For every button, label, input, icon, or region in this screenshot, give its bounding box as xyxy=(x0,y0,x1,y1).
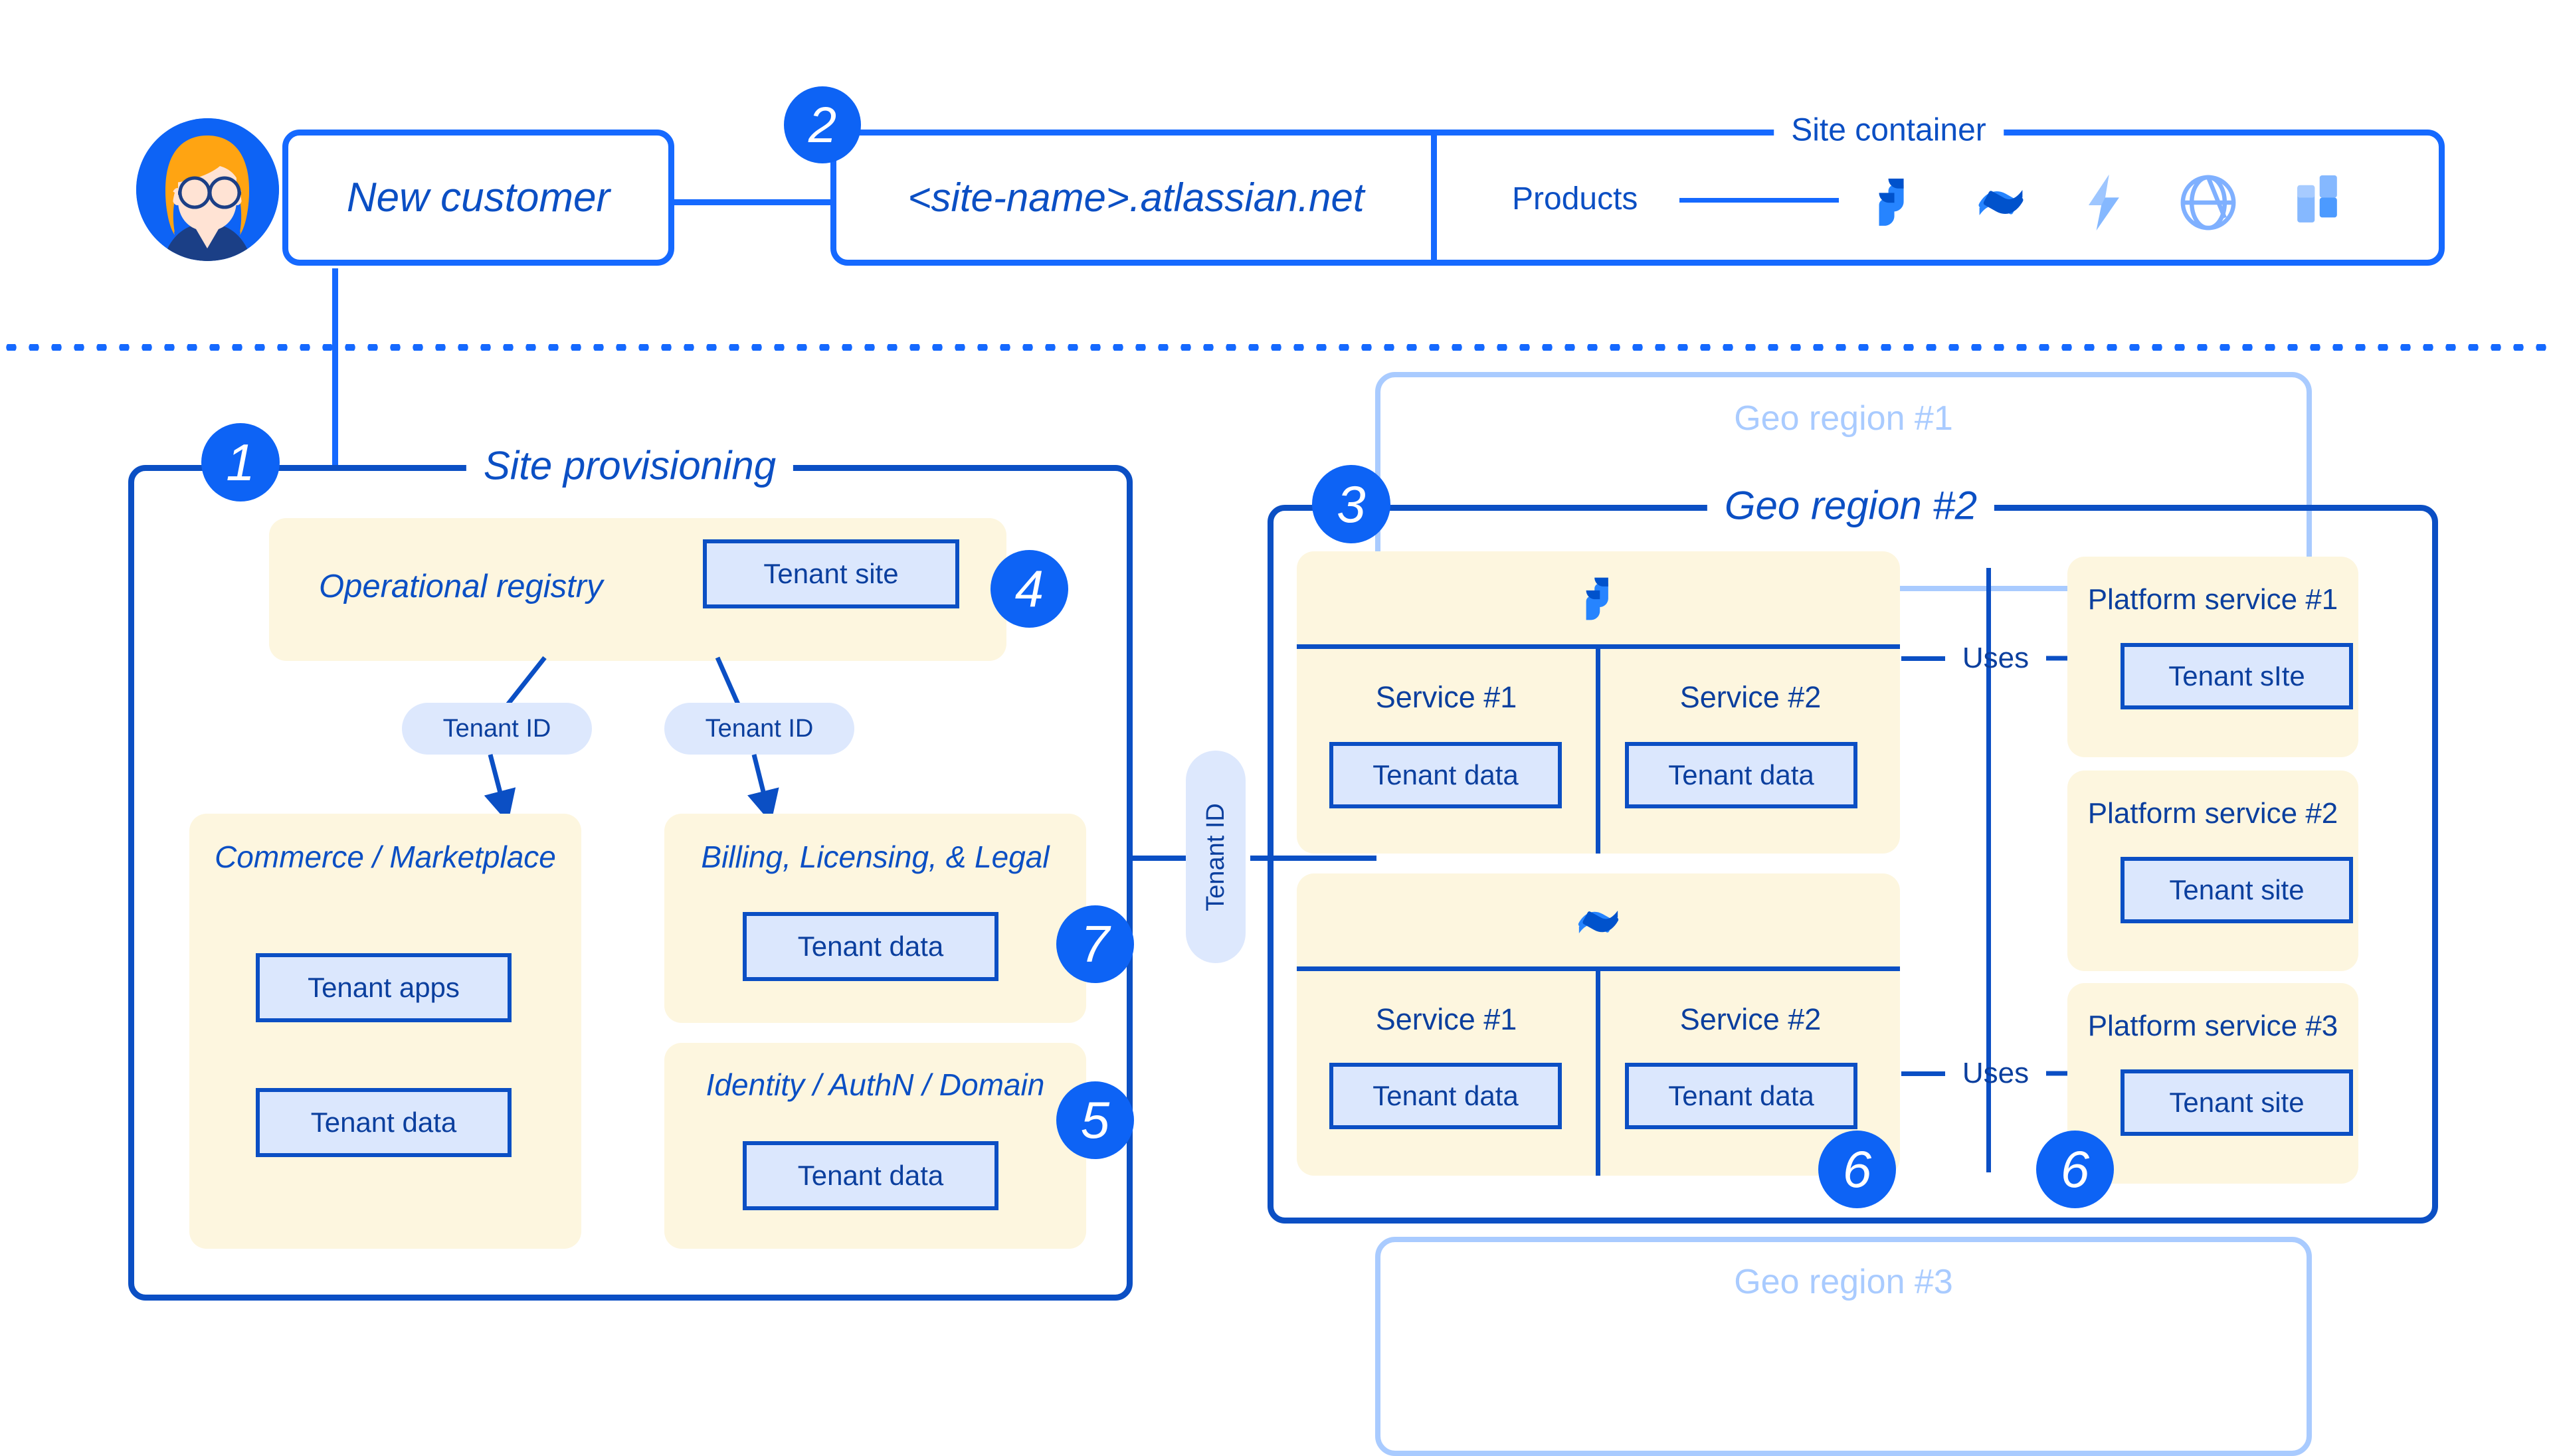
connector-customer-to-url xyxy=(671,199,830,205)
tenant-id-pill-right: Tenant ID xyxy=(664,703,854,755)
connector-bus-to-region xyxy=(1250,856,1376,861)
commerce-tenant-data-box[interactable]: Tenant data xyxy=(256,1088,512,1157)
platform-service-3-tenant-site-box[interactable]: Tenant site xyxy=(2121,1069,2353,1136)
step-badge-4: 4 xyxy=(991,550,1068,628)
confluence-service-2-label: Service #2 xyxy=(1679,1002,1822,1036)
confluence-icon xyxy=(1574,898,1622,946)
compass-icon xyxy=(2180,175,2236,230)
step-badge-2: 2 xyxy=(784,86,861,163)
site-provisioning-title: Site provisioning xyxy=(466,442,794,489)
commerce-marketplace-card xyxy=(189,814,581,1249)
products-rule xyxy=(1679,198,1839,203)
site-container-divider xyxy=(1431,130,1437,266)
site-url-label: <site-name>.atlassian.net xyxy=(907,175,1365,220)
confluence-service-1-tenant-data-box[interactable]: Tenant data xyxy=(1329,1063,1562,1129)
uses-bottom-stub xyxy=(1901,1071,1945,1076)
platform-service-2-title: Platform service #2 xyxy=(2087,797,2338,830)
platform-service-3-title: Platform service #3 xyxy=(2087,1010,2338,1042)
jira-icon xyxy=(1867,175,1919,230)
tenant-id-pill-left: Tenant ID xyxy=(402,703,592,755)
billing-licensing-legal-title: Billing, Licensing, & Legal xyxy=(701,840,1050,874)
uses-label-bottom: Uses xyxy=(1962,1057,2030,1089)
geo-region-1-label: Geo region #1 xyxy=(1734,399,1953,438)
registry-tenant-site-box[interactable]: Tenant site xyxy=(703,539,959,608)
jira-service-2-label: Service #2 xyxy=(1679,680,1822,714)
bitbucket-icon xyxy=(2083,175,2125,230)
geo-region-2-title: Geo region #2 xyxy=(1707,482,1995,529)
jira-service-2-tenant-data-box[interactable]: Tenant data xyxy=(1625,742,1857,808)
product-icons xyxy=(1867,166,2398,239)
step-badge-1: 1 xyxy=(201,423,280,501)
new-customer-box[interactable]: New customer xyxy=(282,130,674,266)
identity-authn-domain-title: Identity / AuthN / Domain xyxy=(706,1067,1045,1102)
trello-icon xyxy=(2292,175,2342,230)
platform-service-2-tenant-site-box[interactable]: Tenant site xyxy=(2121,857,2353,923)
products-label: Products xyxy=(1512,181,1638,217)
jira-service-1-tenant-data-box[interactable]: Tenant data xyxy=(1329,742,1562,808)
identity-tenant-data-box[interactable]: Tenant data xyxy=(743,1141,998,1210)
confluence-service-2-tenant-data-box[interactable]: Tenant data xyxy=(1625,1063,1857,1129)
connector-provisioning-to-bus xyxy=(1127,856,1200,861)
site-container-title: Site container xyxy=(1774,112,2004,149)
site-container-frame xyxy=(830,130,2445,266)
platform-service-1-title: Platform service #1 xyxy=(2087,583,2338,616)
product-block-jira-icon-wrap xyxy=(1297,573,1900,626)
confluence-icon xyxy=(1974,176,2028,229)
customer-avatar xyxy=(136,118,279,261)
jira-block-vrule xyxy=(1596,644,1600,854)
geo-region-2-internal-divider xyxy=(1986,568,1991,1172)
connector-customer-down xyxy=(332,268,338,465)
platform-service-1-tenant-site-box[interactable]: Tenant sIte xyxy=(2121,643,2353,709)
jira-service-1-label: Service #1 xyxy=(1375,680,1517,714)
operational-registry-label: Operational registry xyxy=(319,569,603,604)
tenant-id-bus-pill: Tenant ID xyxy=(1186,751,1246,963)
uses-top-stub xyxy=(1901,656,1945,661)
step-badge-7: 7 xyxy=(1056,905,1134,983)
section-divider xyxy=(0,344,2551,351)
new-customer-label: New customer xyxy=(346,175,611,221)
uses-label-top: Uses xyxy=(1962,642,2030,674)
billing-tenant-data-box[interactable]: Tenant data xyxy=(743,912,998,981)
commerce-tenant-apps-box[interactable]: Tenant apps xyxy=(256,953,512,1022)
tenantid-to-cards-arrows xyxy=(484,754,779,823)
commerce-marketplace-title: Commerce / Marketplace xyxy=(215,840,556,874)
step-badge-3: 3 xyxy=(1312,465,1390,543)
jira-icon xyxy=(1575,575,1622,624)
confluence-service-1-label: Service #1 xyxy=(1375,1002,1517,1036)
step-badge-6-a: 6 xyxy=(1818,1131,1896,1208)
confluence-block-vrule xyxy=(1596,966,1600,1176)
geo-region-3-label: Geo region #3 xyxy=(1734,1263,1953,1301)
step-badge-5: 5 xyxy=(1056,1081,1134,1159)
product-block-confluence-icon-wrap xyxy=(1297,895,1900,949)
step-badge-6-b: 6 xyxy=(2036,1131,2114,1208)
